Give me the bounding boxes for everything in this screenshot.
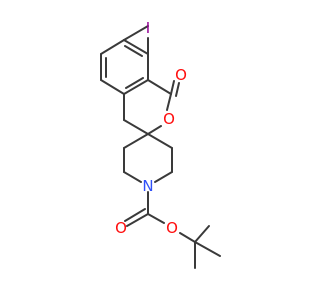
bond-carbonyl-double-b xyxy=(175,82,180,97)
bond-carbamate-double-b xyxy=(124,208,146,222)
atom-carbonyl-oxygen: O xyxy=(175,66,187,84)
bond-carbonyl-oester xyxy=(147,213,165,224)
atom-iodine: I xyxy=(146,19,150,37)
bond-ch2-spiro xyxy=(123,119,149,135)
bond-tbu-methyl-1 xyxy=(194,241,221,257)
bond-pip-right-n xyxy=(154,171,173,183)
bond-carbamate-double-a xyxy=(126,213,149,227)
atom-labels: I O O N O O xyxy=(115,19,187,237)
bond-c1-c2 xyxy=(123,25,149,41)
bond-carbonyl-double-a xyxy=(170,80,175,95)
structure-canvas: I O O N O O xyxy=(100,19,221,269)
aromatic-inner-3 xyxy=(124,45,143,57)
bond-c1-c6a xyxy=(123,39,149,55)
bond-c4-c5 xyxy=(100,79,125,95)
bond-oester-tbu xyxy=(179,232,196,243)
bond-pip-left-n xyxy=(123,171,142,183)
bond-ar-carbonyl xyxy=(147,79,172,95)
atom-ester-oxygen: O xyxy=(166,219,178,237)
aromatic-inner-2 xyxy=(125,77,144,89)
bond-tbu-methyl-3 xyxy=(194,225,210,243)
bond-carbonyl-oring xyxy=(166,93,172,111)
atom-ring-oxygen: O xyxy=(163,110,175,128)
molecule-structure: I O O N O O xyxy=(100,19,221,269)
bonds xyxy=(100,25,221,269)
bond-c2-c3 xyxy=(100,39,125,55)
atom-ester-carbonyl-oxygen: O xyxy=(115,219,127,237)
bond-spiro-oring xyxy=(147,125,162,135)
atom-nitrogen: N xyxy=(142,177,153,195)
bond-spiro-pip-right xyxy=(147,133,173,149)
bond-spiro-pip-left xyxy=(123,133,149,149)
bond-c5-c6 xyxy=(123,79,149,95)
